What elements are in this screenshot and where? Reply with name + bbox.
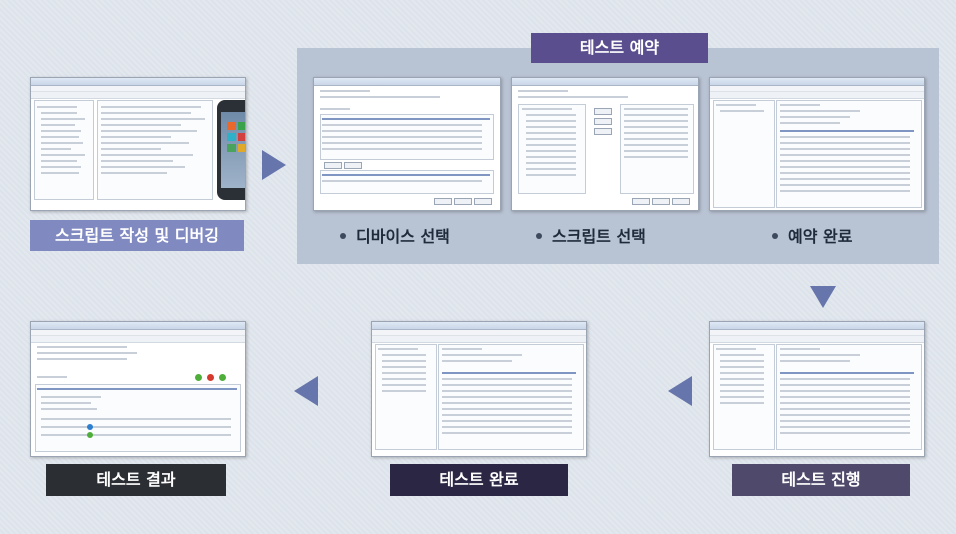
bullet-text: 스크립트 선택 xyxy=(552,227,646,246)
triangle-arrow-icon xyxy=(668,376,692,406)
screenshot-test-progress xyxy=(709,321,925,457)
triangle-arrow-icon xyxy=(810,286,836,308)
bullet-text: 디바이스 선택 xyxy=(356,227,450,246)
step-label-result: 테스트 결과 xyxy=(46,464,226,496)
bullet-dot-icon xyxy=(536,233,542,239)
device-preview xyxy=(217,100,246,200)
triangle-arrow-icon xyxy=(294,376,318,406)
step-label-reserve: 테스트 예약 xyxy=(531,33,708,63)
screenshot-script-select xyxy=(511,77,699,211)
triangle-arrow-icon xyxy=(262,150,286,180)
screenshot-device-select xyxy=(313,77,501,211)
bullet-reserve-done: 예약 완료 xyxy=(772,226,852,248)
bullet-dot-icon xyxy=(772,233,778,239)
screenshot-ide-debug xyxy=(30,77,246,211)
screenshot-test-result xyxy=(30,321,246,457)
screenshot-reserve-complete xyxy=(709,77,925,211)
step-label-progress: 테스트 진행 xyxy=(732,464,910,496)
step-label-complete: 테스트 완료 xyxy=(390,464,568,496)
bullet-select-script: 스크립트 선택 xyxy=(536,226,646,248)
bullet-dot-icon xyxy=(340,233,346,239)
screenshot-test-complete xyxy=(371,321,587,457)
bullet-select-device: 디바이스 선택 xyxy=(340,226,450,248)
bullet-text: 예약 완료 xyxy=(788,227,852,246)
step-label-write-debug: 스크립트 작성 및 디버깅 xyxy=(30,220,244,251)
